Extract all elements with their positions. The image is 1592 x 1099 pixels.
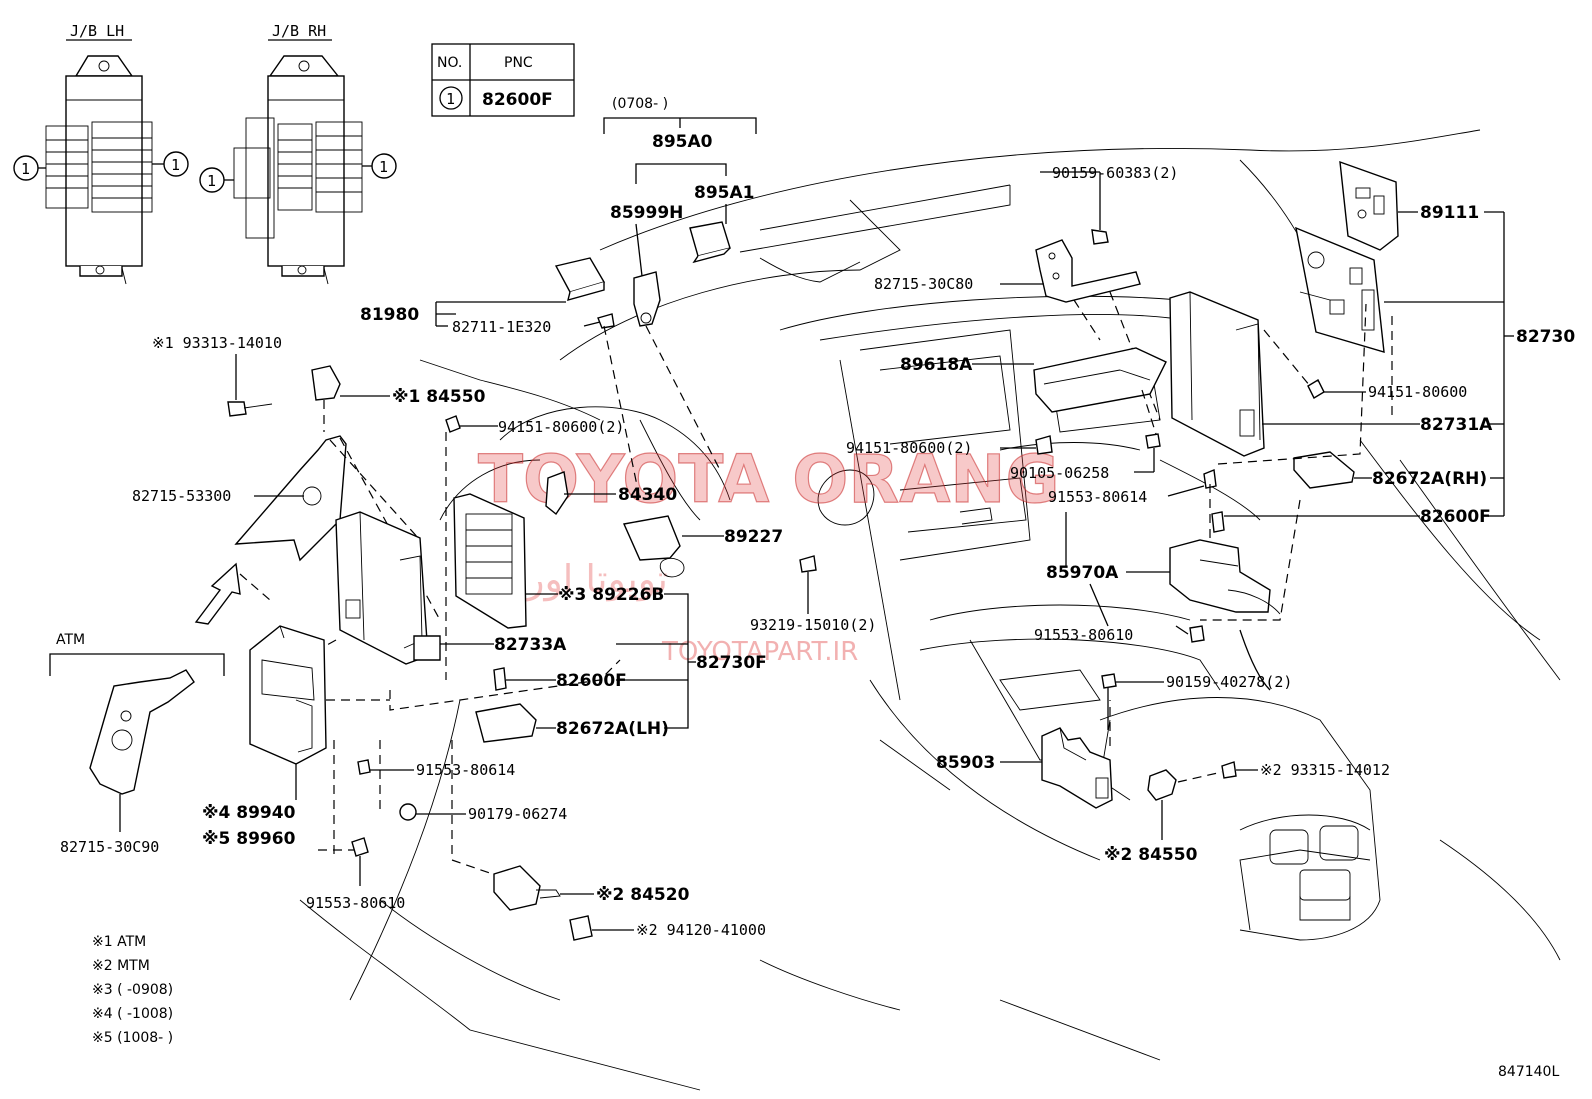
label-89226B: ※3 89226B bbox=[558, 585, 664, 605]
label-89618A: 89618A bbox=[900, 355, 973, 375]
label-84520: ※2 84520 bbox=[596, 885, 690, 905]
label-94120-41000: ※2 94120-41000 bbox=[636, 921, 766, 939]
callout-1-number: 1 bbox=[379, 158, 388, 176]
jb-rh-block: J/B RH 1 1 bbox=[199, 22, 397, 285]
label-89111: 89111 bbox=[1420, 203, 1479, 223]
note-1: ※1 ATM bbox=[92, 934, 146, 950]
label-90179-06274: 90179-06274 bbox=[468, 805, 567, 823]
label-82672A-RH: 82672A(RH) bbox=[1372, 469, 1487, 489]
label-93219-15010: 93219-15010(2) bbox=[750, 616, 876, 634]
label-84550-bottom: ※2 84550 bbox=[1104, 845, 1198, 865]
callout-1-number: 1 bbox=[207, 172, 216, 190]
label-82600F-left: 82600F bbox=[556, 671, 627, 691]
label-89227: 89227 bbox=[724, 527, 783, 547]
pnc-table: NO. PNC 1 82600F bbox=[431, 43, 575, 117]
label-82715-30C90: 82715-30C90 bbox=[60, 838, 159, 856]
note-5: ※5 (1008- ) bbox=[92, 1030, 173, 1046]
notes-block: ※1 ATM ※2 MTM ※3 ( -0908) ※4 ( -1008) ※5… bbox=[92, 934, 173, 1046]
left-ecu-group: 94151-80600(2) 82733A 84340 ※3 89226B 89… bbox=[299, 415, 876, 743]
callout-1-number: 1 bbox=[171, 156, 180, 174]
pnc-col-no: NO. bbox=[437, 55, 462, 71]
note-4: ※4 ( -1008) bbox=[92, 1006, 173, 1022]
note-3: ※3 ( -0908) bbox=[92, 982, 173, 998]
label-82672A-LH: 82672A(LH) bbox=[556, 719, 669, 739]
label-85999H: 85999H bbox=[610, 203, 683, 223]
label-90159-40278: 90159-40278(2) bbox=[1166, 673, 1292, 691]
center-ecu-group: 89618A 94151-80600(2) 90105-06258 91553-… bbox=[846, 347, 1217, 560]
label-82715-53300: 82715-53300 bbox=[132, 487, 231, 505]
label-91553-80610-left: 91553-80610 bbox=[306, 894, 405, 912]
label-93315-14012: ※2 93315-14012 bbox=[1260, 761, 1390, 779]
label-895A1: 895A1 bbox=[694, 183, 754, 203]
label-81980: 81980 bbox=[360, 305, 419, 325]
label-82730F: 82730F bbox=[696, 653, 767, 673]
label-atm: ATM bbox=[56, 632, 85, 648]
label-82733A: 82733A bbox=[494, 635, 567, 655]
lower-left-module: ※4 89940 ※5 89960 bbox=[202, 625, 390, 851]
right-bracket-group: 90159-60383(2) 82715-30C80 bbox=[874, 164, 1178, 421]
label-82711-1E320: 82711-1E320 bbox=[452, 318, 551, 336]
pnc-row-no: 1 bbox=[446, 90, 455, 108]
label-84340: 84340 bbox=[618, 485, 677, 505]
left-bracket-group: ※1 93313-14010 ※1 84550 82715-53300 bbox=[132, 334, 486, 625]
label-84550-top: ※1 84550 bbox=[392, 387, 486, 407]
label-90105-06258: 90105-06258 bbox=[1010, 464, 1109, 482]
label-94151-80600-right: 94151-80600 bbox=[1368, 383, 1467, 401]
label-91553-80614-right: 91553-80614 bbox=[1048, 488, 1147, 506]
label-93313-14010: ※1 93313-14010 bbox=[152, 334, 282, 352]
watermark-brand: TOYOTA ORANG bbox=[478, 441, 1060, 518]
lower-left-fasteners: 91553-80614 90179-06274 91553-80610 ※2 8… bbox=[306, 740, 766, 941]
label-91553-80614-left: 91553-80614 bbox=[416, 761, 515, 779]
atm-bracket-group: ATM 82715-30C90 bbox=[49, 632, 225, 856]
center-lower-group: 85970A 91553-80610 90159-40278(2) 85903 … bbox=[936, 512, 1390, 865]
right-ecu-group: 89111 82730 82731A 94151-80600 82672A(RH… bbox=[1169, 160, 1575, 621]
pnc-col-pnc: PNC bbox=[504, 55, 533, 71]
label-89940: ※4 89940 bbox=[202, 803, 296, 823]
jb-rh-title: J/B RH bbox=[272, 22, 326, 40]
label-85903: 85903 bbox=[936, 753, 995, 773]
callout-1-number: 1 bbox=[21, 160, 30, 178]
label-94151-80600-2-mid: 94151-80600(2) bbox=[846, 439, 972, 457]
label-91553-80610-right: 91553-80610 bbox=[1034, 626, 1133, 644]
group-895A0: (0708- ) 895A0 895A1 85999H 81980 82711-… bbox=[360, 96, 757, 501]
note-2: ※2 MTM bbox=[92, 958, 150, 974]
label-82731A: 82731A bbox=[1420, 415, 1493, 435]
label-82730: 82730 bbox=[1516, 327, 1575, 347]
watermark: TOYOTA ORANG تویوتا اورنگ TOYOTAPART.IR bbox=[477, 440, 1060, 667]
date-range-top: (0708- ) bbox=[612, 96, 668, 112]
label-90159-60383: 90159-60383(2) bbox=[1052, 164, 1178, 182]
label-85970A: 85970A bbox=[1046, 563, 1119, 583]
label-94151-80600-2-left: 94151-80600(2) bbox=[498, 418, 624, 436]
label-82600F-right: 82600F bbox=[1420, 507, 1491, 527]
label-895A0: 895A0 bbox=[652, 132, 713, 152]
label-82715-30C80: 82715-30C80 bbox=[874, 275, 973, 293]
label-89960: ※5 89960 bbox=[202, 829, 296, 849]
pnc-row-pnc: 82600F bbox=[482, 90, 553, 110]
diagram-code: 847140L bbox=[1498, 1064, 1559, 1080]
jb-lh-title: J/B LH bbox=[70, 22, 124, 40]
jb-lh-block: J/B LH 1 1 bbox=[13, 22, 189, 285]
